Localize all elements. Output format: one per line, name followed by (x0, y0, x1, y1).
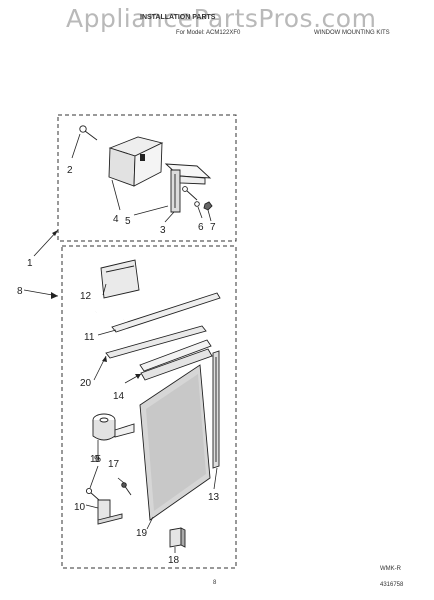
part-l-bracket (97, 499, 123, 525)
callout-10: 10 (74, 502, 86, 513)
page-number: 8 (213, 580, 217, 586)
part-tape-roll (92, 413, 135, 441)
callout-12: 12 (80, 291, 92, 302)
part-foam-seal (100, 259, 140, 299)
callout-3: 3 (160, 225, 166, 236)
callout-6: 6 (198, 222, 204, 233)
part-side-curtain-panel (139, 364, 211, 521)
part-support-bracket (108, 136, 164, 187)
part-bolt (182, 186, 198, 201)
callout-5: 5 (125, 216, 131, 227)
callout-15: 15 (90, 454, 102, 465)
model-number: For Model: ACM122XF0 (176, 30, 241, 36)
callout-4: 4 (113, 214, 119, 225)
callout-18: 18 (168, 555, 180, 566)
part-screw (85, 487, 100, 501)
part-screw (79, 125, 98, 141)
diagram-title: INSTALLATION PARTS (140, 14, 216, 21)
mounting-hardware-box (57, 114, 237, 242)
callout-8: 8 (17, 286, 23, 297)
watermark-logo: AppliancePartsPros.com (66, 4, 377, 33)
part-washer (194, 201, 200, 207)
callout-1: 1 (27, 258, 33, 269)
callout-9: 9 (94, 454, 100, 465)
window-kit-box (61, 245, 237, 569)
callout-11: 11 (84, 332, 95, 343)
part-angle-channel (139, 339, 212, 372)
callout-2: 2 (67, 165, 73, 176)
part-sash-channel (105, 325, 207, 359)
callout-7: 7 (210, 222, 216, 233)
part-sill-bracket (164, 163, 212, 213)
part-nut (203, 201, 213, 211)
section-title: WINDOW MOUNTING KITS (314, 30, 390, 36)
part-u-channel-seal (95, 275, 201, 322)
callout-20: 20 (80, 378, 92, 389)
callout-14: 14 (113, 391, 125, 402)
callout-19: 19 (136, 528, 148, 539)
callout-17: 17 (108, 459, 120, 470)
diagram-code: WMK-R (380, 566, 401, 572)
document-number: 4316758 (380, 582, 404, 588)
part-screw (121, 482, 132, 496)
part-angle-channel (140, 348, 213, 381)
part-foam-block (169, 527, 186, 548)
callout-13: 13 (208, 492, 220, 503)
